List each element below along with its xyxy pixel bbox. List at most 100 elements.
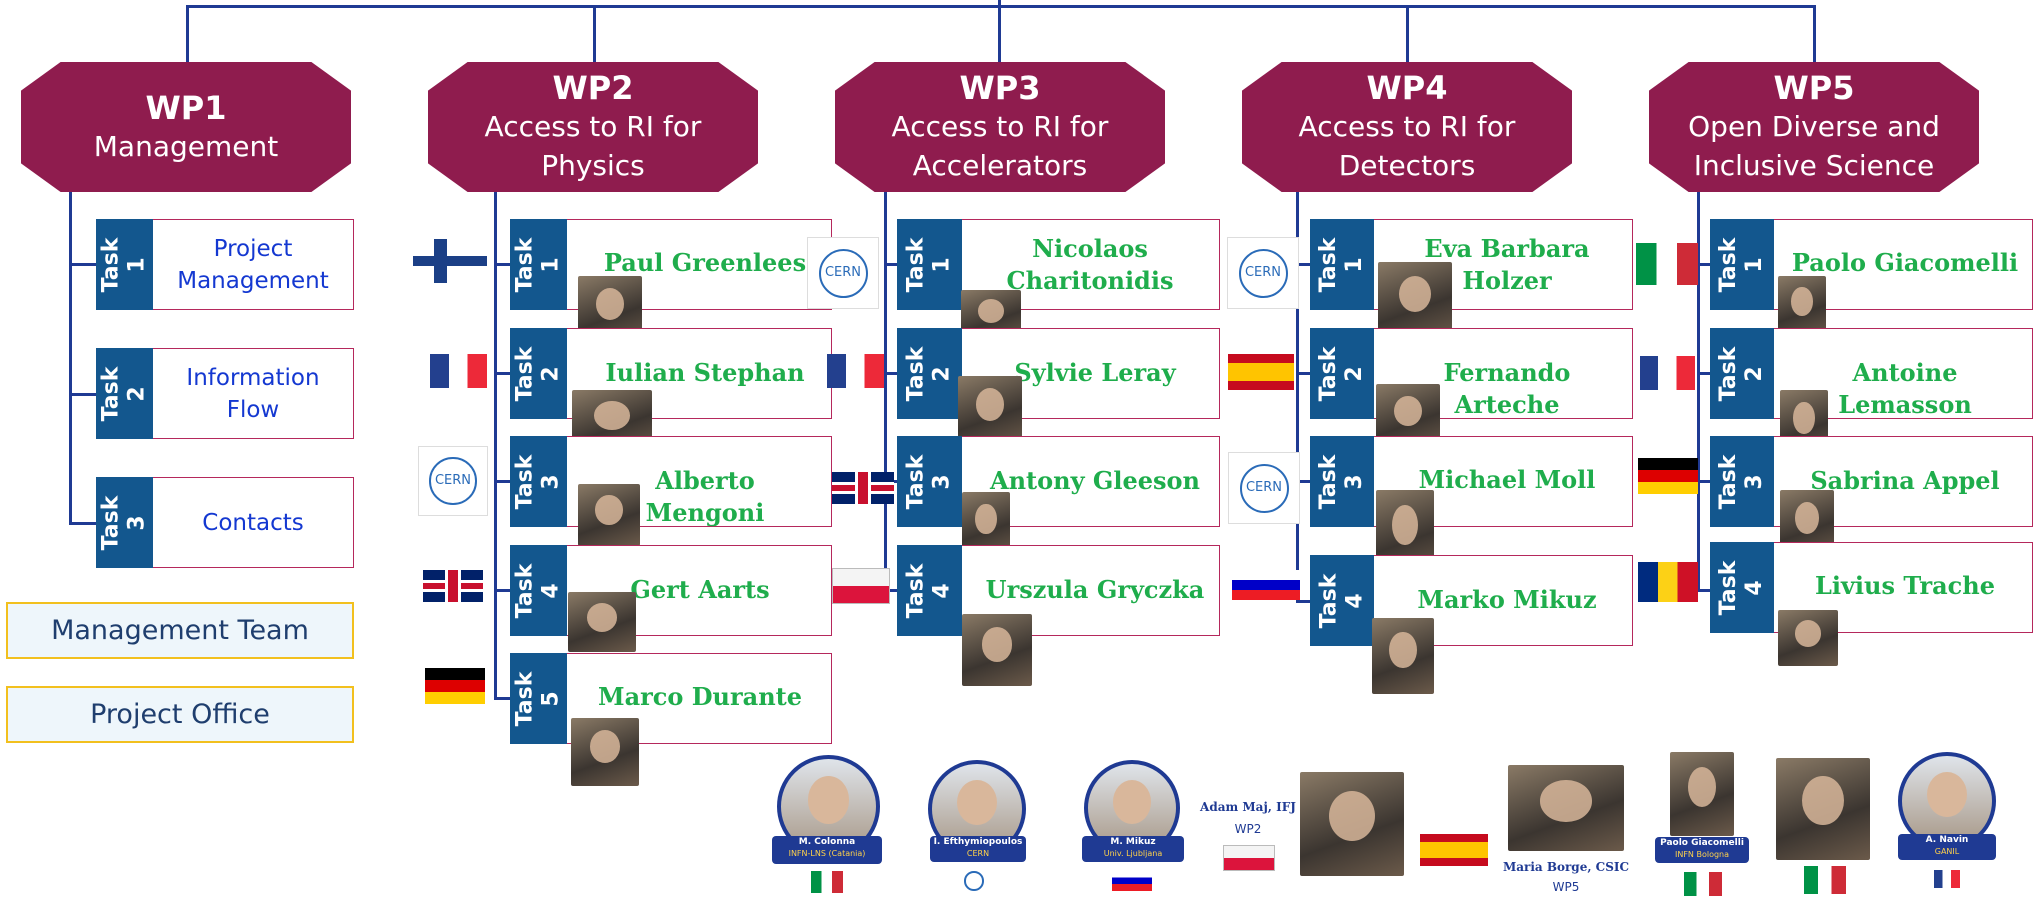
italy-flag-icon <box>1636 243 1698 285</box>
wp5-id: WP5 <box>1773 69 1855 107</box>
borge-wp: WP5 <box>1552 880 1580 894</box>
wp4-task3-tab: Task 3 <box>1310 436 1374 527</box>
colonna-badge: M. Colonna INFN-LNS (Catania) <box>772 836 882 864</box>
wp3-task4-tab: Task 4 <box>897 545 962 636</box>
wp5-task3-tab: Task 3 <box>1710 436 1774 527</box>
cern-logo-icon: CERN <box>418 446 488 516</box>
wp5-branch <box>1697 589 1711 592</box>
connector-wp5 <box>1813 5 1816 63</box>
wp4-branch <box>1296 263 1310 266</box>
wp1-task2-tab: Task 2 <box>96 348 153 439</box>
sylvie-leray-photo <box>958 376 1022 444</box>
wp1-spine <box>69 192 72 524</box>
cern-logo-icon: CERN <box>1228 452 1300 524</box>
adam-maj-photo <box>1300 772 1404 876</box>
giacomelli-badge: Paolo Giacomelli INFN Bologna <box>1655 837 1749 863</box>
poland-flag-icon <box>1223 845 1275 871</box>
wp3-branch <box>884 589 900 592</box>
wp4-title: Access to RI for Detectors <box>1298 110 1516 182</box>
wp2-header: WP2 Access to RI for Physics <box>428 62 758 192</box>
wp1-branch <box>69 522 96 525</box>
wp1-header: WP1 Management <box>21 62 351 192</box>
wp2-task4-name: Gert Aarts <box>630 575 770 604</box>
borge-name: Maria Borge, CSIC <box>1502 860 1630 874</box>
connector-wp1 <box>186 5 189 63</box>
wp3-task4-name: Urszula Gryczka <box>985 575 1205 604</box>
wp5-spine <box>1697 192 1700 589</box>
wp3-task1-name: Nicolaos Charitonidis <box>1006 234 1174 295</box>
efthymiopoulos-name: I. Efthymiopoulos <box>933 837 1023 847</box>
wp2-task4-tab: Task 4 <box>510 545 567 636</box>
wp2-task5-name: Marco Durante <box>598 682 802 711</box>
wp2-branch <box>494 697 510 700</box>
wp1-title: Management <box>93 129 279 163</box>
wp1-branch <box>69 393 96 396</box>
livius-trache-photo <box>1778 610 1838 666</box>
wp4-task4-name: Marko Mikuz <box>1417 585 1597 614</box>
management-team-box: Management Team <box>6 602 354 659</box>
efthymiopoulos-affil: CERN <box>966 849 990 858</box>
wp2-task2-tab: Task 2 <box>510 328 567 419</box>
wp2-title: Access to RI for Physics <box>484 110 702 182</box>
giacomelli-name: Paolo Giacomelli <box>1660 838 1744 848</box>
root-connector <box>998 0 1001 8</box>
wp2-branch <box>494 372 510 375</box>
france-flag-icon <box>430 354 487 388</box>
colonna-affil: INFN-LNS (Catania) <box>788 849 866 858</box>
wp5-task1-tab: Task 1 <box>1710 219 1774 310</box>
france-flag-icon <box>827 354 884 388</box>
wp4-task1-name: Eva Barbara Holzer <box>1424 234 1590 295</box>
italy-flag-icon <box>1804 866 1846 894</box>
top-connector <box>186 5 1816 8</box>
navin-badge: A. Navin GANIL <box>1898 834 1996 860</box>
finland-flag-icon <box>413 239 487 283</box>
wp3-title: Access to RI for Accelerators <box>891 110 1109 182</box>
wp3-branch <box>884 263 900 266</box>
wp5-task2-tab: Task 2 <box>1710 328 1774 419</box>
marco-durante-photo <box>571 718 639 786</box>
wp3-spine <box>884 192 887 589</box>
navin-affil: GANIL <box>1934 847 1960 856</box>
wp3-task2-tab: Task 2 <box>897 328 962 419</box>
wp2-branch <box>494 263 510 266</box>
colonna-name: M. Colonna <box>798 837 856 847</box>
wp5-title: Open Diverse and Inclusive Science <box>1688 110 1940 182</box>
wp5-branch <box>1697 372 1711 375</box>
gert-aarts-photo <box>568 592 636 652</box>
wp3-task1-tab: Task 1 <box>897 219 962 310</box>
germany-flag-icon <box>1638 458 1698 494</box>
paolo-giacomelli-photo <box>1778 276 1826 336</box>
mikuz-badge: M. Mikuz Univ. Ljubljana <box>1082 836 1184 862</box>
wp1-branch <box>69 263 96 266</box>
wp4-task3-name: Michael Moll <box>1418 465 1596 494</box>
wp4-task4-tab: Task 4 <box>1310 555 1374 646</box>
wp3-task2-name: Sylvie Leray <box>1014 358 1176 387</box>
wp2-task5-tab: Task 5 <box>510 653 567 744</box>
poland-flag-icon <box>832 568 890 604</box>
france-flag-icon <box>1640 356 1695 390</box>
connector-wp4 <box>1406 5 1409 63</box>
colleague-photo <box>1776 758 1870 860</box>
wp5-header: WP5 Open Diverse and Inclusive Science <box>1649 62 1979 192</box>
germany-flag-icon <box>425 668 485 704</box>
navin-photo <box>1898 752 1996 850</box>
cern-logo-icon: CERN <box>807 237 879 309</box>
mikuz-affil: Univ. Ljubljana <box>1103 849 1163 858</box>
connector-wp3 <box>998 5 1001 63</box>
wp5-task1-name: Paolo Giacomelli <box>1791 248 2019 277</box>
wp3-task3-name: Antony Gleeson <box>989 466 1201 495</box>
efthymiopoulos-badge: I. Efthymiopoulos CERN <box>930 836 1026 862</box>
paolo-giacomelli-photo <box>1670 752 1734 836</box>
wp4-task2-tab: Task 2 <box>1310 328 1374 419</box>
wp5-task4-name: Livius Trache <box>1814 571 1995 600</box>
wp2-spine <box>494 192 497 697</box>
wp1-task3-text: Contacts <box>202 510 304 536</box>
maj-wp: WP2 <box>1234 822 1262 836</box>
wp4-branch <box>1296 480 1310 483</box>
wp2-task3-tab: Task 3 <box>510 436 567 527</box>
wp1-task1-text: Project Management <box>177 236 329 294</box>
wp4-task1-tab: Task 1 <box>1310 219 1374 310</box>
wp4-header: WP4 Access to RI for Detectors <box>1242 62 1572 192</box>
wp3-branch <box>884 372 900 375</box>
cern-logo-icon: CERN <box>1227 237 1299 309</box>
